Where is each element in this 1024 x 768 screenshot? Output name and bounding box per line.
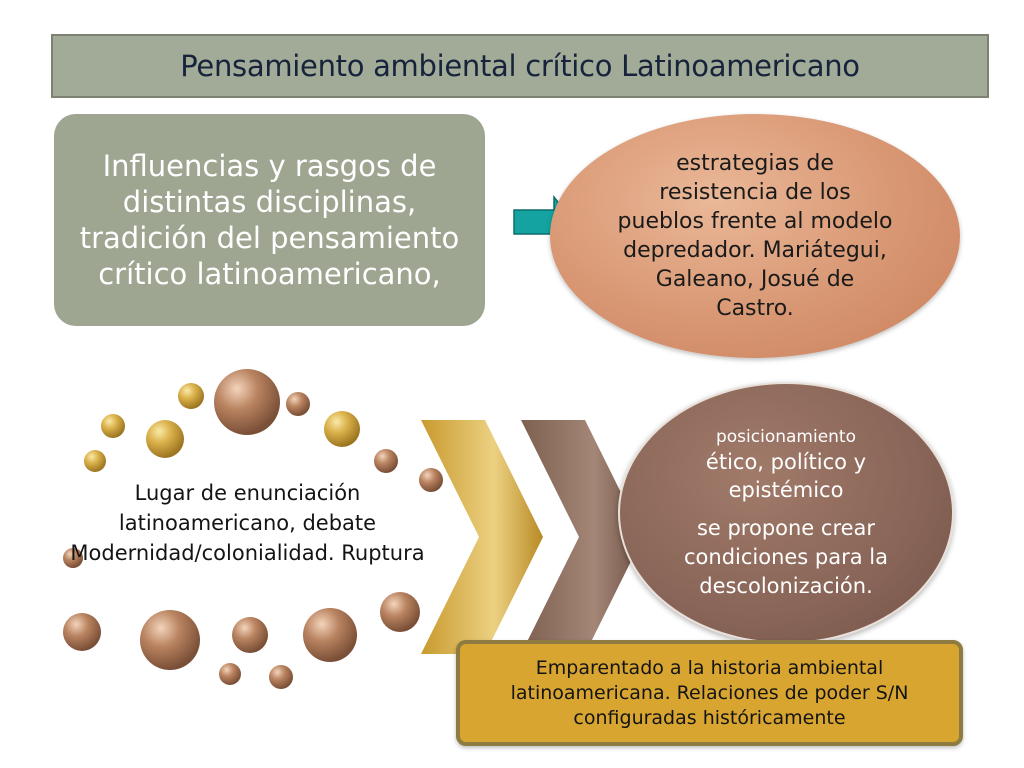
chevron-gold-icon — [421, 420, 543, 654]
relations-box: Emparentado a la historia ambiental lati… — [456, 640, 963, 746]
influences-text: Influencias y rasgos de distintas discip… — [79, 149, 460, 291]
enunciation-text: Lugar de enunciación latinoamericano, de… — [70, 481, 425, 565]
strategies-text: estrategias de resistencia de los pueblo… — [617, 151, 893, 321]
strategies-ellipse: estrategias de resistencia de los pueblo… — [550, 114, 960, 358]
chevron-brown-icon — [521, 420, 643, 654]
page-title: Pensamiento ambiental crítico Latinoamer… — [51, 34, 989, 98]
positioning-ellipse: posicionamiento ético, político y episté… — [618, 382, 954, 644]
positioning-line3: se propone crear condiciones para la des… — [683, 515, 889, 598]
relations-text: Emparentado a la historia ambiental lati… — [510, 656, 909, 729]
influences-box: Influencias y rasgos de distintas discip… — [54, 114, 485, 326]
title-text: Pensamiento ambiental crítico Latinoamer… — [180, 49, 860, 83]
chevron-arrows — [421, 420, 643, 654]
positioning-line1: posicionamiento — [715, 426, 857, 447]
positioning-line2: ético, político y epistémico — [705, 449, 867, 502]
bubble-decoration — [63, 369, 443, 689]
